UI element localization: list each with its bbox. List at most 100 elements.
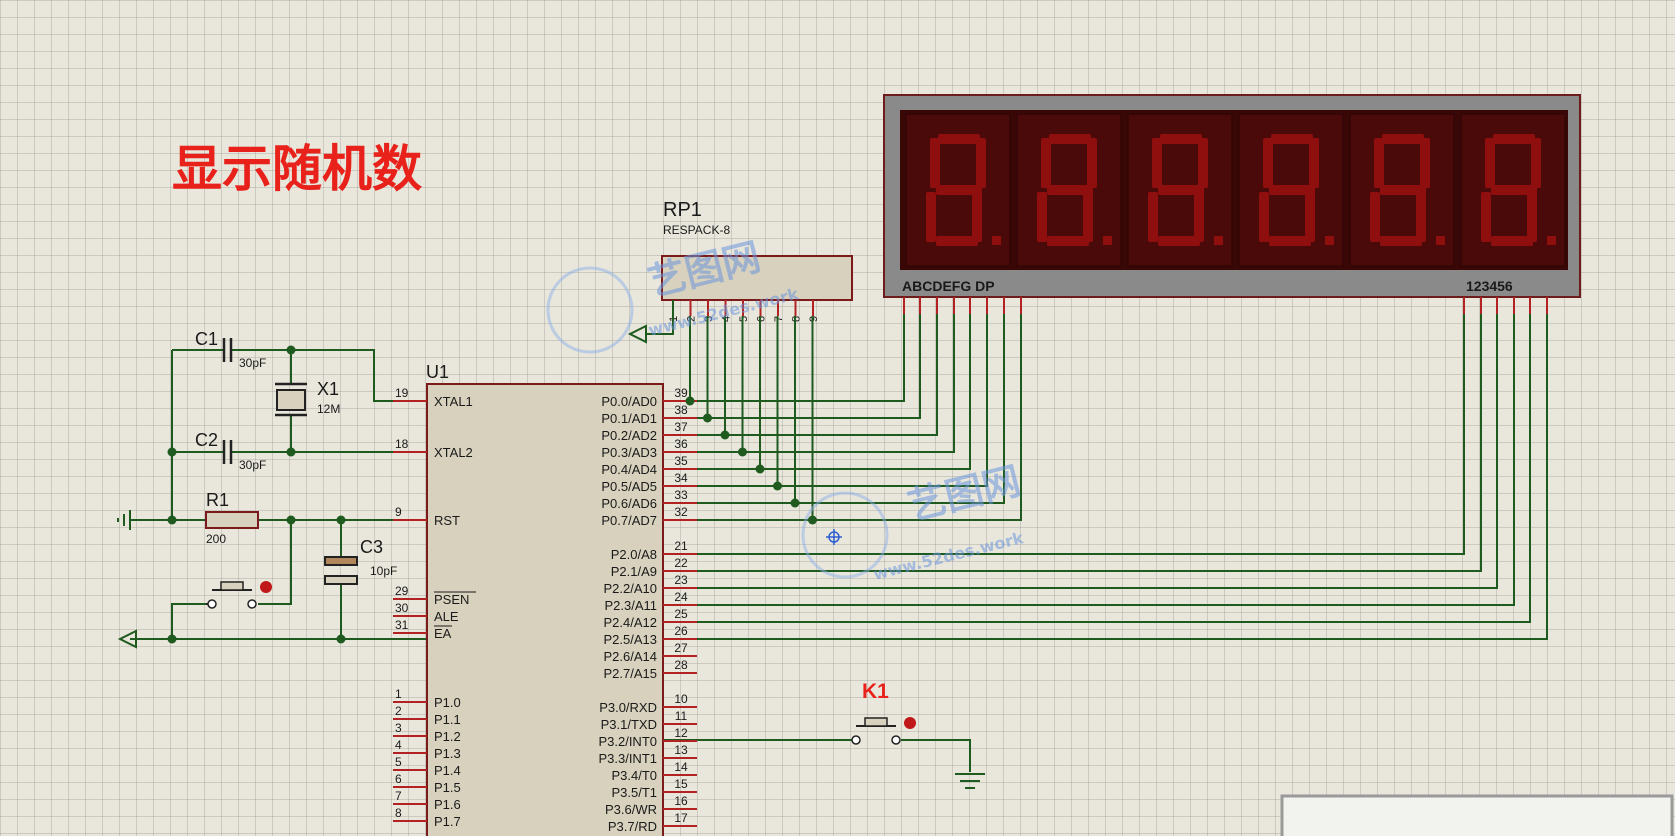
u1-pin-name: P2.6/A14 xyxy=(604,649,658,664)
u1-pin-number: 1 xyxy=(395,687,402,701)
u1-pin-number: 27 xyxy=(674,641,688,655)
ground-symbol-k1 xyxy=(955,773,985,789)
u1-pin-number: 11 xyxy=(675,709,688,723)
u1-pin-name: P3.7/RD xyxy=(608,819,657,834)
u1-pin-name: P0.5/AD5 xyxy=(601,479,657,494)
u1-pin-number: 6 xyxy=(395,772,402,786)
rp1-pin-label: 3 xyxy=(703,316,715,322)
u1-pin-name: P1.0 xyxy=(434,695,461,710)
digit-1 xyxy=(905,113,1011,267)
watermark-1: 艺图网 www.52des.work xyxy=(546,234,801,354)
rp1-value-label: RESPACK-8 xyxy=(663,223,730,237)
u1-pin-name: P0.2/AD2 xyxy=(601,428,657,443)
u1-pin-number: 16 xyxy=(674,794,688,808)
u1-pin-number: 21 xyxy=(674,539,688,553)
u1-pin-name: P3.2/INT0 xyxy=(598,734,657,749)
power-terminal-left xyxy=(117,629,137,649)
rp1-pin-label: 8 xyxy=(791,316,803,322)
u1-pin-number: 36 xyxy=(674,437,688,451)
r1-value-label: 200 xyxy=(206,532,226,546)
u1-pin-name: P1.1 xyxy=(434,712,461,727)
digit-2 xyxy=(1016,113,1122,267)
digit-pin-label: 123456 xyxy=(1466,278,1513,294)
u1-pin-name: ALE xyxy=(434,609,459,624)
rp1-ref-label: RP1 xyxy=(663,199,702,221)
capacitor-c3[interactable]: C3 10pF xyxy=(324,537,397,585)
u1-pin-number: 28 xyxy=(674,658,688,672)
u1-pin-name: RST xyxy=(434,513,460,528)
u1-pin-number: 23 xyxy=(674,573,688,587)
u1-pin-number: 8 xyxy=(395,806,402,820)
u1-ref-label: U1 xyxy=(426,362,449,382)
digit-5 xyxy=(1349,113,1455,267)
u1-pin-name: P3.5/T1 xyxy=(611,785,657,800)
rp1-pin-label: 4 xyxy=(721,316,733,322)
diagram-title: 显示随机数 xyxy=(172,140,422,198)
u1-pin-name: P3.1/TXD xyxy=(601,717,657,732)
rp1-pin-label: 7 xyxy=(773,316,785,322)
capacitor-c1[interactable]: C1 30pF xyxy=(195,329,266,370)
r1-ref-label: R1 xyxy=(206,490,229,510)
crystal-x1[interactable]: X1 12M xyxy=(275,379,340,417)
u1-pin-number: 19 xyxy=(395,386,409,400)
ground-symbol-left xyxy=(117,510,131,530)
x1-value-label: 12M xyxy=(317,402,340,416)
u1-pin-number: 24 xyxy=(674,590,688,604)
u1-pin-number: 4 xyxy=(395,738,402,752)
u1-pin-name: P0.1/AD1 xyxy=(601,411,657,426)
u1-pin-name: P3.6/WR xyxy=(605,802,657,817)
u1-pin-name: P0.3/AD3 xyxy=(601,445,657,460)
rp1-pin-label: 6 xyxy=(756,316,768,322)
u1-pin-number: 15 xyxy=(674,777,688,791)
u1-pin-name: P1.6 xyxy=(434,797,461,812)
bus-wires xyxy=(689,297,1548,640)
u1-pin-name: PSEN xyxy=(434,592,469,607)
u1-pin-name: P1.2 xyxy=(434,729,461,744)
u1-pin-name: P0.7/AD7 xyxy=(601,513,657,528)
u1-pin-name: P2.1/A9 xyxy=(611,564,657,579)
u1-pin-name: P2.3/A11 xyxy=(604,598,657,613)
seven-segment-display[interactable]: ABCDEFG DP 123456 xyxy=(883,94,1581,298)
u1-pin-number: 18 xyxy=(395,437,409,451)
u1-pin-name: EA xyxy=(434,626,452,641)
u1-pin-number: 7 xyxy=(395,789,402,803)
u1-pin-name: P2.4/A12 xyxy=(604,615,658,630)
u1-pin-number: 34 xyxy=(674,471,688,485)
u1-pin-number: 17 xyxy=(674,811,688,825)
u1-pin-number: 32 xyxy=(674,505,688,519)
u1-pin-number: 22 xyxy=(674,556,688,570)
junction-dots xyxy=(167,345,817,644)
rp1-pin-label: 9 xyxy=(808,316,820,322)
digit-6 xyxy=(1460,113,1566,267)
segment-pin-label: ABCDEFG DP xyxy=(902,278,995,294)
rp1-pin-label: 2 xyxy=(686,316,698,322)
resistor-r1[interactable]: R1 200 xyxy=(205,490,259,546)
u1-pin-name: P2.5/A13 xyxy=(604,632,658,647)
u1-pin-number: 39 xyxy=(674,386,688,400)
u1-pin-name: XTAL2 xyxy=(434,445,473,460)
digit-3 xyxy=(1127,113,1233,267)
u1-pin-number: 10 xyxy=(674,692,688,706)
watermark-url-2: www.52des.work xyxy=(871,528,1025,584)
button-k1[interactable]: K1 xyxy=(851,680,916,745)
bottom-panel xyxy=(1280,794,1674,836)
mcu-u1[interactable]: U1 19XTAL118XTAL29RST29PSEN30ALE31EA1P1.… xyxy=(393,362,697,836)
digit-4 xyxy=(1238,113,1344,267)
u1-pin-number: 13 xyxy=(674,743,688,757)
u1-pin-name: P3.4/T0 xyxy=(611,768,657,783)
reset-button-indicator-icon xyxy=(260,581,272,593)
c3-value-label: 10pF xyxy=(370,564,397,578)
u1-pin-name: P2.0/A8 xyxy=(611,547,657,562)
u1-pin-name: P1.7 xyxy=(434,814,461,829)
capacitor-c2[interactable]: C2 30pF xyxy=(195,430,266,472)
u1-pin-number: 9 xyxy=(395,505,402,519)
display-pins xyxy=(903,297,1548,314)
k1-indicator-icon xyxy=(904,717,916,729)
u1-pin-number: 31 xyxy=(395,618,409,632)
reset-button[interactable] xyxy=(206,581,272,609)
u1-pin-number: 26 xyxy=(674,624,688,638)
u1-pin-name: P1.4 xyxy=(434,763,461,778)
rp1-pin-label: 5 xyxy=(738,316,750,322)
